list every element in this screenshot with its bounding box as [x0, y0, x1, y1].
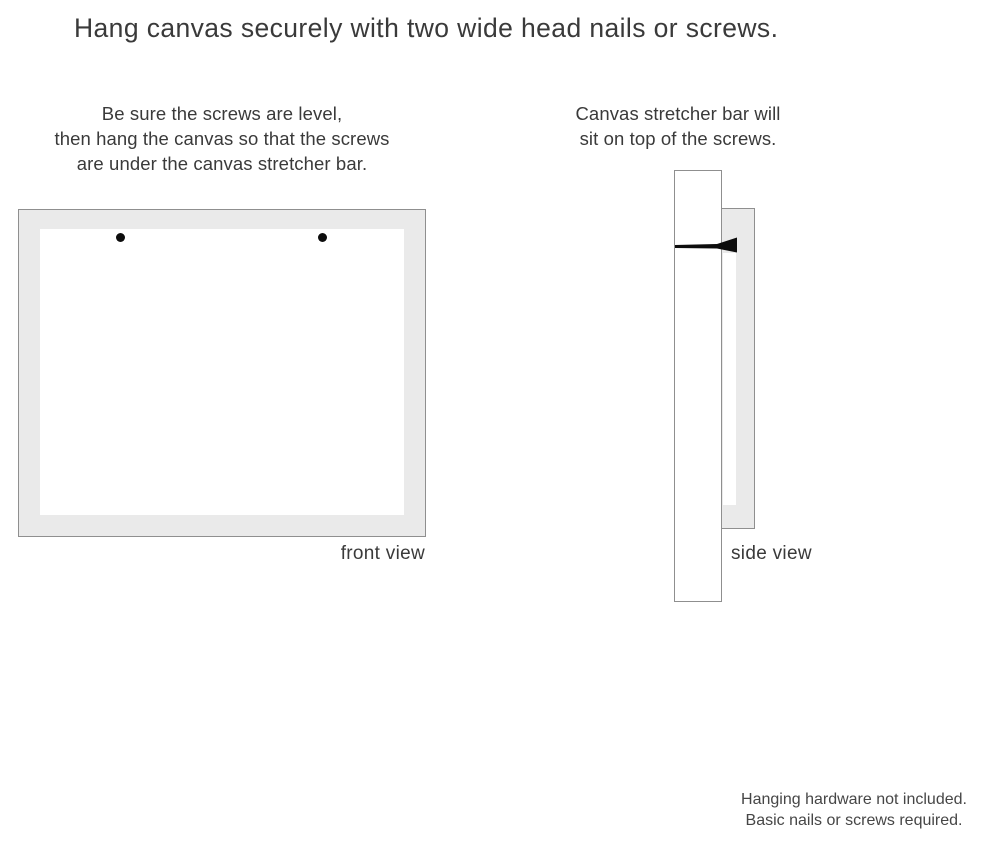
front-view-label: front view	[340, 543, 425, 564]
instruction-line: Be sure the screws are level,	[101, 103, 343, 124]
screw-head-right-icon	[318, 233, 327, 242]
instruction-line: sit on top of the screws.	[579, 128, 777, 149]
screw-head-left-icon	[116, 233, 125, 242]
hardware-note: Hanging hardware not included. Basic nai…	[728, 789, 980, 831]
front-view-canvas	[18, 209, 426, 537]
front-view-canvas-inner	[40, 229, 404, 515]
instruction-line: Canvas stretcher bar will	[575, 103, 781, 124]
instruction-line: are under the canvas stretcher bar.	[76, 153, 368, 174]
instruction-line: then hang the canvas so that the screws	[54, 128, 390, 149]
side-view-instructions: Canvas stretcher bar will sit on top of …	[562, 101, 794, 151]
side-view-wall-bar	[674, 170, 722, 602]
side-view-canvas-inner	[723, 253, 736, 505]
side-view-label: side view	[731, 543, 812, 564]
page-title: Hang canvas securely with two wide head …	[74, 13, 779, 43]
hardware-note-line: Hanging hardware not included.	[741, 791, 967, 808]
front-view-instructions: Be sure the screws are level, then hang …	[10, 101, 434, 176]
screw-side-icon	[675, 237, 737, 253]
hardware-note-line: Basic nails or screws required.	[745, 812, 963, 829]
